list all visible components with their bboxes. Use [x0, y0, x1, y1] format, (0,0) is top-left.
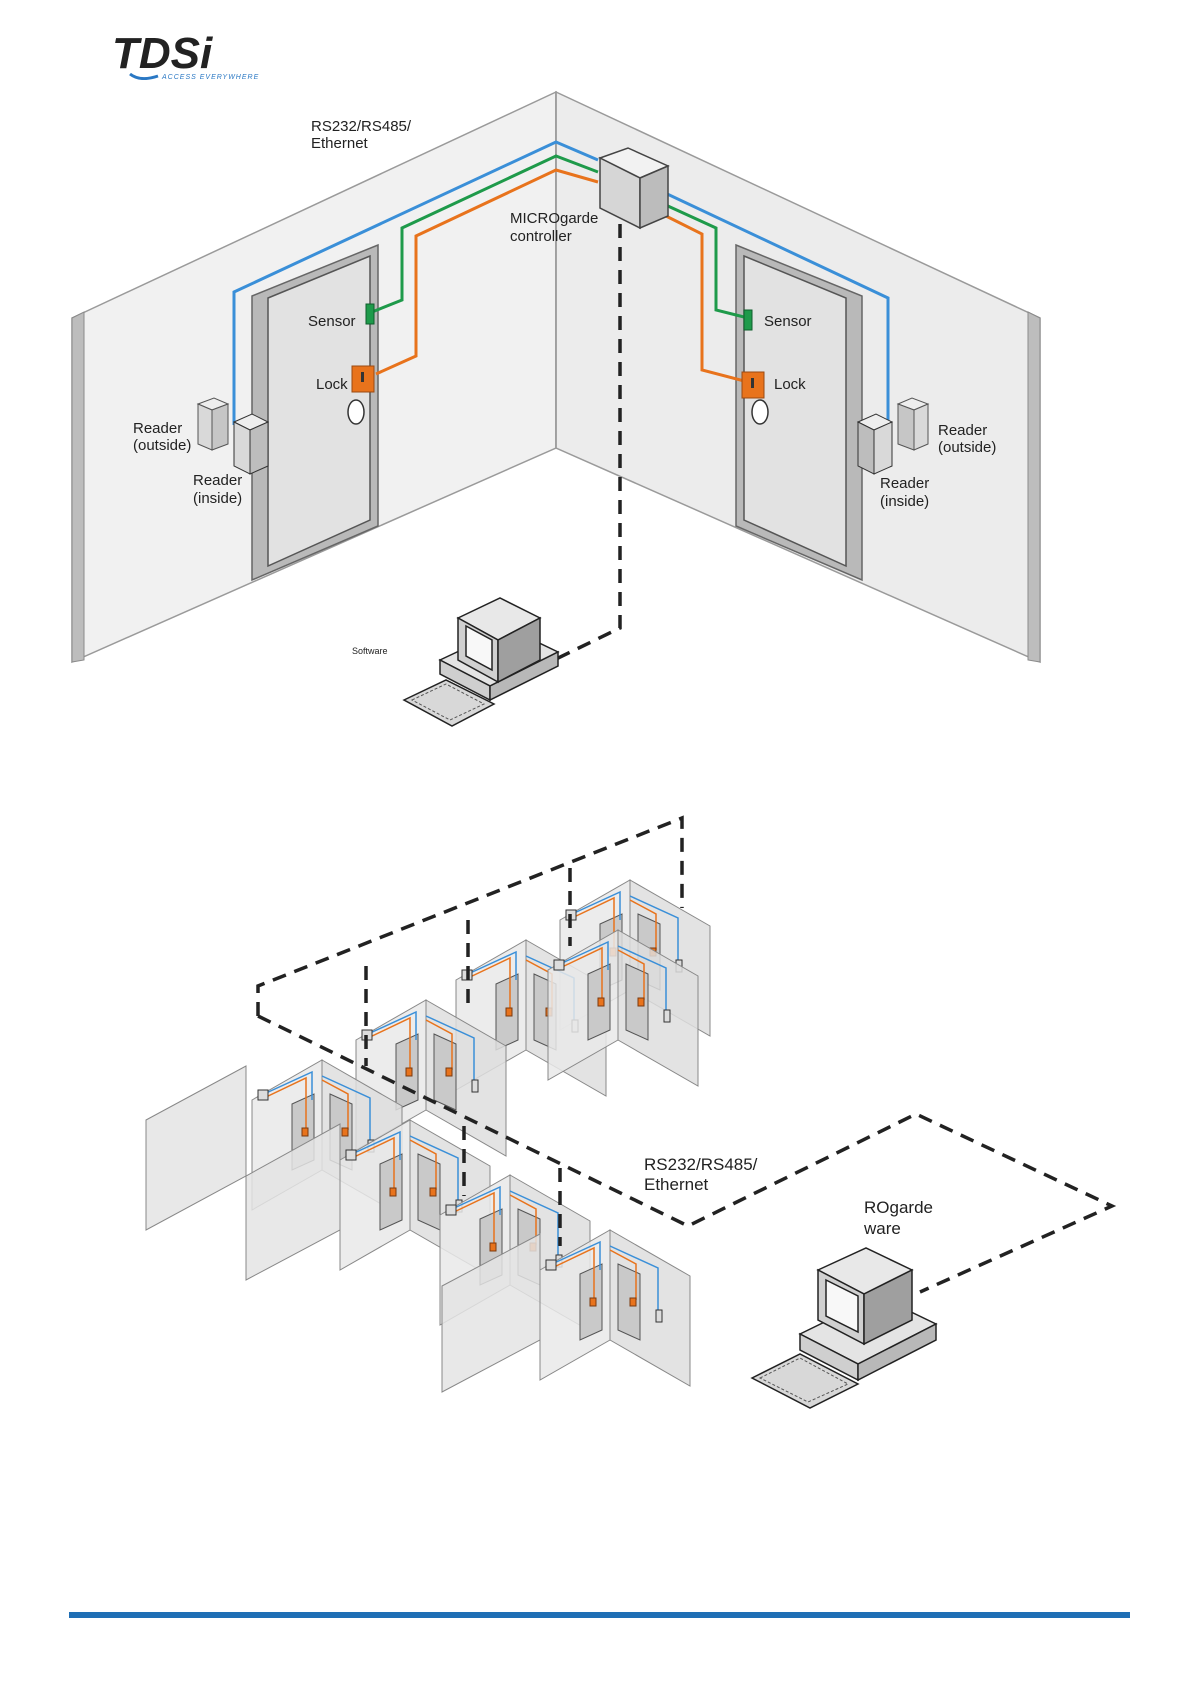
lock-label-right: Lock: [774, 376, 806, 393]
network-label-line1: RS232/RS485/: [311, 118, 412, 135]
reader-outside-left-label2: (outside): [133, 437, 191, 454]
footer-rule: [69, 1612, 1130, 1618]
reader-outside-left: [198, 398, 228, 450]
reader-outside-right-label2: (outside): [938, 439, 996, 456]
lock-label-left: Lock: [316, 376, 348, 393]
network2-label-line1: RS232/RS485/: [644, 1155, 758, 1174]
controller-label-line2: controller: [510, 228, 572, 245]
sensor-left: [366, 304, 374, 324]
sensor-right: [744, 310, 752, 330]
reader-inside-left: [234, 414, 268, 474]
reader-inside-left-label1: Reader: [193, 472, 242, 489]
pc-label-fragment: Software: [352, 646, 388, 656]
software-label-line2: ware: [863, 1219, 901, 1238]
reader-inside-right: [858, 414, 892, 474]
reader-inside-right-label2: (inside): [880, 493, 929, 510]
network-installation-diagram: RS232/RS485/ Ethernet ROgarde ware: [0, 800, 1191, 1420]
lock-right: [742, 372, 764, 398]
right-door: [736, 245, 862, 580]
left-door: [252, 245, 378, 580]
reader-inside-right-label1: Reader: [880, 475, 929, 492]
reader-outside-right: [898, 398, 928, 450]
reader-outside-left-label1: Reader: [133, 420, 182, 437]
controller-label-line1: MICROgarde: [510, 210, 598, 227]
network2-label-line2: Ethernet: [644, 1175, 709, 1194]
reader-inside-left-label2: (inside): [193, 490, 242, 507]
long-wall-left: [146, 1066, 246, 1230]
sensor-label-left: Sensor: [308, 313, 356, 330]
pc-workstation-network: [752, 1248, 936, 1408]
network-label-line2: Ethernet: [311, 135, 369, 152]
sensor-label-right: Sensor: [764, 313, 812, 330]
reader-outside-right-label1: Reader: [938, 422, 987, 439]
software-label-line1: ROgarde: [864, 1198, 933, 1217]
single-controller-diagram: RS232/RS485/ Ethernet MICROgarde control…: [0, 0, 1191, 760]
lock-left: [352, 366, 374, 392]
